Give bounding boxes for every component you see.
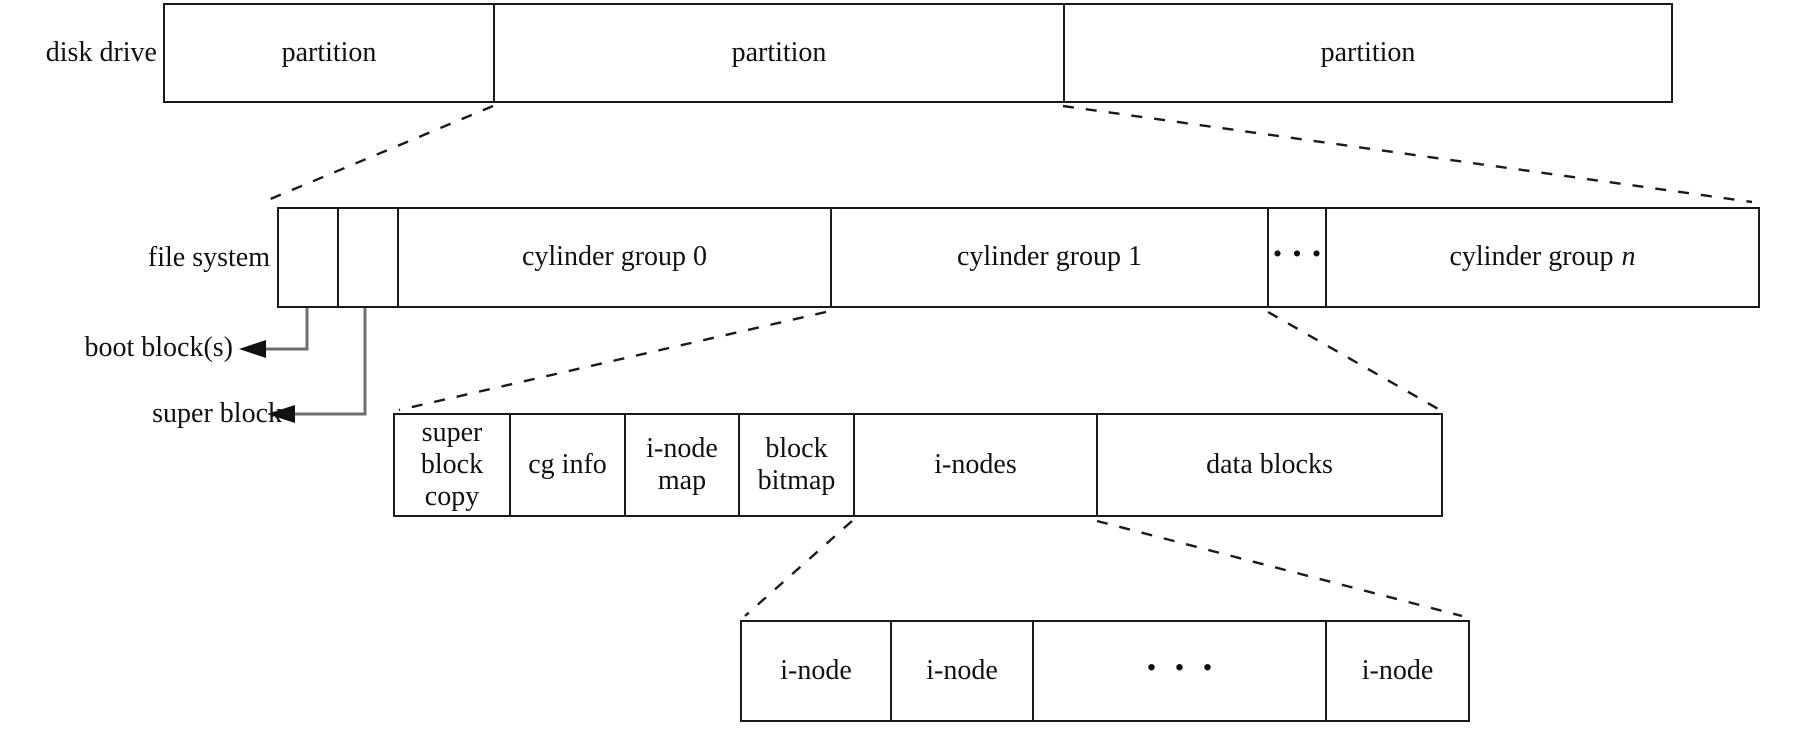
cylinder-group-row: super block copy cg info i-node map bloc… [393,413,1443,517]
inode-ellipsis-dots: ... [1146,634,1231,680]
boot-block-cell [279,209,337,306]
dashed-connector-cylinder-left [398,310,827,412]
inode-array-row: i-node i-node ... i-node [740,620,1470,722]
file-system-label: file system [147,242,270,273]
file-system-row: cylinder group 0 cylinder group 1 ... cy… [277,207,1760,308]
inode-cell-2: i-node [890,622,1032,720]
super-block-copy-cell: super block copy [395,415,509,515]
cylinder-group-n-text: cylinder group [1449,241,1614,273]
dashed-connector-inodes-right [1096,519,1463,618]
cg-info-text: cg info [528,448,607,480]
super-block-cell [337,209,397,306]
dashed-connector-cylinder-right [1267,310,1441,412]
partition-cell-3: partition [1063,5,1671,101]
ellipsis-cell: ... [1267,209,1325,306]
super-block-copy-text: super block copy [420,416,484,513]
cylinder-group-n-cell: cylinder group n [1325,209,1758,306]
boot-arrowhead-icon [239,340,266,358]
block-bitmap-cell: block bitmap [738,415,853,515]
dashed-connector-partition-left [267,104,494,202]
inodes-cell: i-nodes [853,415,1096,515]
inode-map-cell: i-node map [624,415,738,515]
partition-cell-1: partition [281,36,377,68]
inode-cell-3: i-node [1325,622,1468,720]
inode-cell-1: i-node [780,654,852,686]
cylinder-group-1-cell: cylinder group 1 [830,209,1267,306]
cylinder-group-n-variable: n [1621,241,1636,273]
dashed-connector-partition-right [1062,104,1753,204]
disk-drive-row: partition partition partition [163,3,1673,103]
data-blocks-cell: data blocks [1096,415,1441,515]
boot-blocks-label: boot block(s) [84,332,233,363]
cg-info-cell: cg info [509,415,624,515]
inode-ellipsis-cell: ... [1032,622,1325,720]
dashed-connector-inodes-left [744,520,853,617]
cylinder-group-0-cell: cylinder group 0 [397,209,830,306]
block-bitmap-text: block bitmap [757,432,836,496]
partition-cell-2: partition [493,5,1063,101]
disk-drive-label: disk drive [45,37,157,68]
inode-map-text: i-node map [646,432,718,496]
super-block-label: super block [152,398,282,429]
ellipsis-dots: ... [1272,222,1332,265]
